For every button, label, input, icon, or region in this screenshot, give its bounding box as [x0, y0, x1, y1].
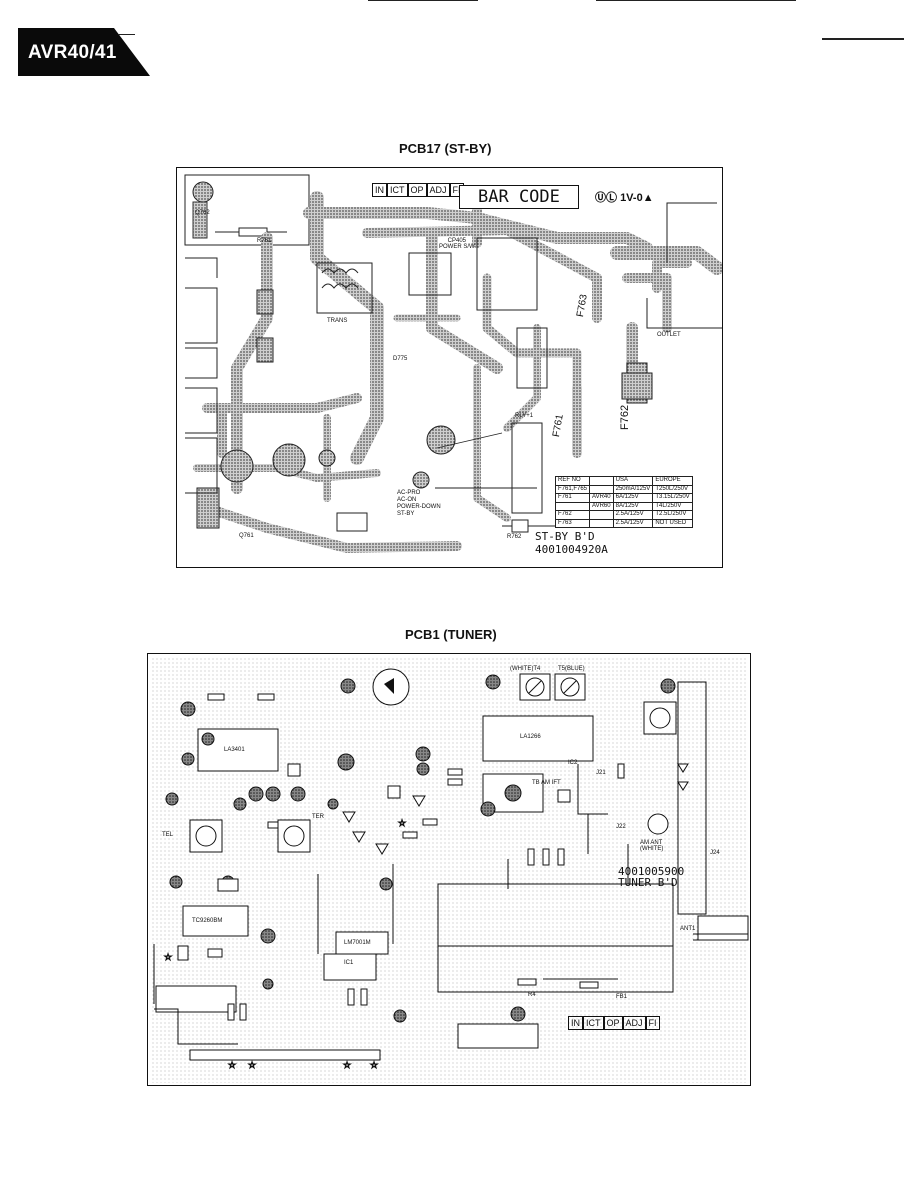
pcb1-label-ic2: IC2 [568, 760, 578, 766]
pcb1-label-lm7001m: LM7001M [344, 940, 371, 946]
model-label: AVR40/41 [28, 42, 117, 63]
pcb17-board-name: ST-BY B'D [535, 530, 595, 543]
pcb1-title: PCB1 (TUNER) [405, 627, 497, 642]
star-marker-icon: ☆ [343, 1061, 351, 1071]
pcb17-board-number: 4001004920A [535, 543, 608, 556]
inspection-cell-in: IN [372, 183, 387, 197]
pcb1-label-fb1: FB1 [616, 994, 628, 1000]
table-cell: F761,F765 [554, 484, 591, 494]
pcb1-label-j24: J24 [710, 850, 720, 856]
pcb17-inspection-cells: IN ICT OP ADJ FI [372, 183, 464, 197]
pcb1-label-blue-t5: T5(BLUE) [558, 666, 585, 672]
pcb17-label-r761: R761 [257, 238, 272, 244]
table-row: F763 2.5A/125V NOT USED [554, 518, 693, 528]
star-marker-icon: ☆ [228, 1061, 236, 1071]
ul-mark-icon: ⓊⓁ [595, 192, 617, 204]
inspection-cell-fi: FI [645, 1016, 660, 1030]
star-marker-icon: ☆ [248, 1061, 256, 1071]
pcb17-traces [184, 174, 722, 553]
inspection-cell-ict: ICT [583, 1016, 604, 1030]
table-row: F761,F765 250mA/125V T250L/250V [554, 484, 693, 494]
header-rule-right [822, 38, 904, 40]
table-cell: T3.15L/250V [652, 493, 693, 503]
inspection-cell-adj: ADJ [426, 183, 450, 197]
star-marker-icon: ☆ [164, 953, 172, 963]
model-tab-background [18, 28, 150, 76]
pcb1-inspection-cells: IN ICT OP ADJ FI [568, 1016, 660, 1030]
table-header-row: REF NO USA EUROPE [554, 476, 693, 486]
pcb1-label-am-ant: AM ANT (WHITE) [640, 840, 664, 852]
table-cell: 6A/125V [612, 493, 654, 503]
table-row: F762 2.5A/125V T2.5L/250V [554, 510, 693, 520]
pcb17-label-trans: TRANS [327, 318, 348, 324]
pcb17-label-r762: R762 [507, 534, 522, 540]
table-cell: F762 [554, 510, 591, 520]
header-rule-left [118, 34, 135, 35]
pcb17-label-control-pins: AC-PRO AC-ON POWER-DOWN ST-BY [397, 490, 441, 517]
pcb1-board-number: 4001005900 [618, 865, 685, 878]
pcb1-label-r4: R4 [528, 992, 536, 998]
table-cell: 8A/125V [612, 501, 654, 511]
pcb1-label-ter: TER [312, 814, 324, 820]
inspection-cell-ict: ICT [387, 183, 408, 197]
pcb1-label-ant1: ANT1 [680, 926, 696, 932]
table-cell: AVR40 [589, 493, 614, 503]
pcb17-board: IN ICT OP ADJ FI BAR CODE ⓊⓁ 1V-0▲ Q762 … [176, 167, 723, 568]
pcb1-label-ic1: IC1 [344, 960, 354, 966]
star-marker-icon: ☆ [398, 819, 406, 829]
pcb17-title: PCB17 (ST-BY) [399, 141, 492, 156]
pcb1-board-name: TUNER B'D [618, 876, 678, 889]
table-row: AVR60 8A/125V T4L/250V [554, 501, 693, 511]
table-cell [589, 518, 614, 528]
inspection-cell-op: OP [407, 183, 427, 197]
pcb1-label-white-t4: (WHITE)T4 [510, 666, 541, 672]
pcb17-label-q762: Q762 [195, 210, 210, 216]
table-header-cell: USA [612, 476, 654, 486]
table-cell: 2.5A/125V [612, 518, 654, 528]
table-cell: NOT USED [652, 518, 693, 528]
pcb1-label-j22: J22 [616, 824, 626, 830]
pcb1-label-j21: J21 [596, 770, 606, 776]
header-rule-top-a [368, 0, 478, 1]
pcb1-label-la1266: LA1266 [520, 734, 541, 740]
table-cell [554, 501, 591, 511]
table-cell: 250mA/125V [612, 484, 654, 494]
table-header-cell: EUROPE [652, 476, 693, 486]
pcb17-label-f762: F762 [619, 404, 631, 430]
table-cell [589, 484, 614, 494]
table-cell: T250L/250V [652, 484, 693, 494]
inspection-cell-op: OP [603, 1016, 623, 1030]
pcb17-bar-code-box: BAR CODE [459, 185, 579, 209]
table-cell: T2.5L/250V [652, 510, 693, 520]
inspection-cell-adj: ADJ [622, 1016, 646, 1030]
header-rule-top-b [596, 0, 796, 1]
table-cell: F761 [554, 493, 591, 503]
table-cell: AVR60 [589, 501, 614, 511]
table-header-cell: REF NO [554, 476, 591, 486]
table-header-cell [589, 476, 614, 486]
table-row: F761 AVR40 6A/125V T3.15L/250V [554, 493, 693, 503]
pcb1-label-tb-am-ift: TB AM IFT [532, 780, 561, 786]
pcb17-fuse-reference-table: REF NO USA EUROPE F761,F765 250mA/125V T… [554, 476, 693, 528]
pcb1-label-la3401: LA3401 [224, 747, 245, 753]
pcb17-label-d775: D775 [393, 356, 408, 362]
pcb17-label-rly: RLY+1 [515, 413, 534, 419]
pcb17-label-outlet: OUTLET [657, 332, 681, 338]
pcb17-label-power-sw: CP405 POWER S/W [439, 238, 475, 250]
pcb1-component-layout: ☆ ☆ ☆ ☆ ☆ ☆ [150, 656, 749, 1083]
pcb1-board: ☆ ☆ ☆ ☆ ☆ ☆ LA3401 LA1266 (WHITE)T4 T5(B… [147, 653, 751, 1086]
pcb1-label-tel: TEL [162, 832, 174, 838]
pcb1-label-tc9260: TC9260BM [192, 918, 223, 924]
inspection-cell-in: IN [568, 1016, 583, 1030]
table-cell: F763 [554, 518, 591, 528]
table-cell: 2.5A/125V [612, 510, 654, 520]
table-cell [589, 510, 614, 520]
pcb17-rating-text: 1V-0▲ [620, 192, 654, 204]
table-cell: T4L/250V [652, 501, 693, 511]
pcb17-ul-rating: ⓊⓁ 1V-0▲ [595, 189, 654, 205]
star-marker-icon: ☆ [370, 1061, 378, 1071]
pcb17-label-q761: Q761 [239, 533, 254, 539]
